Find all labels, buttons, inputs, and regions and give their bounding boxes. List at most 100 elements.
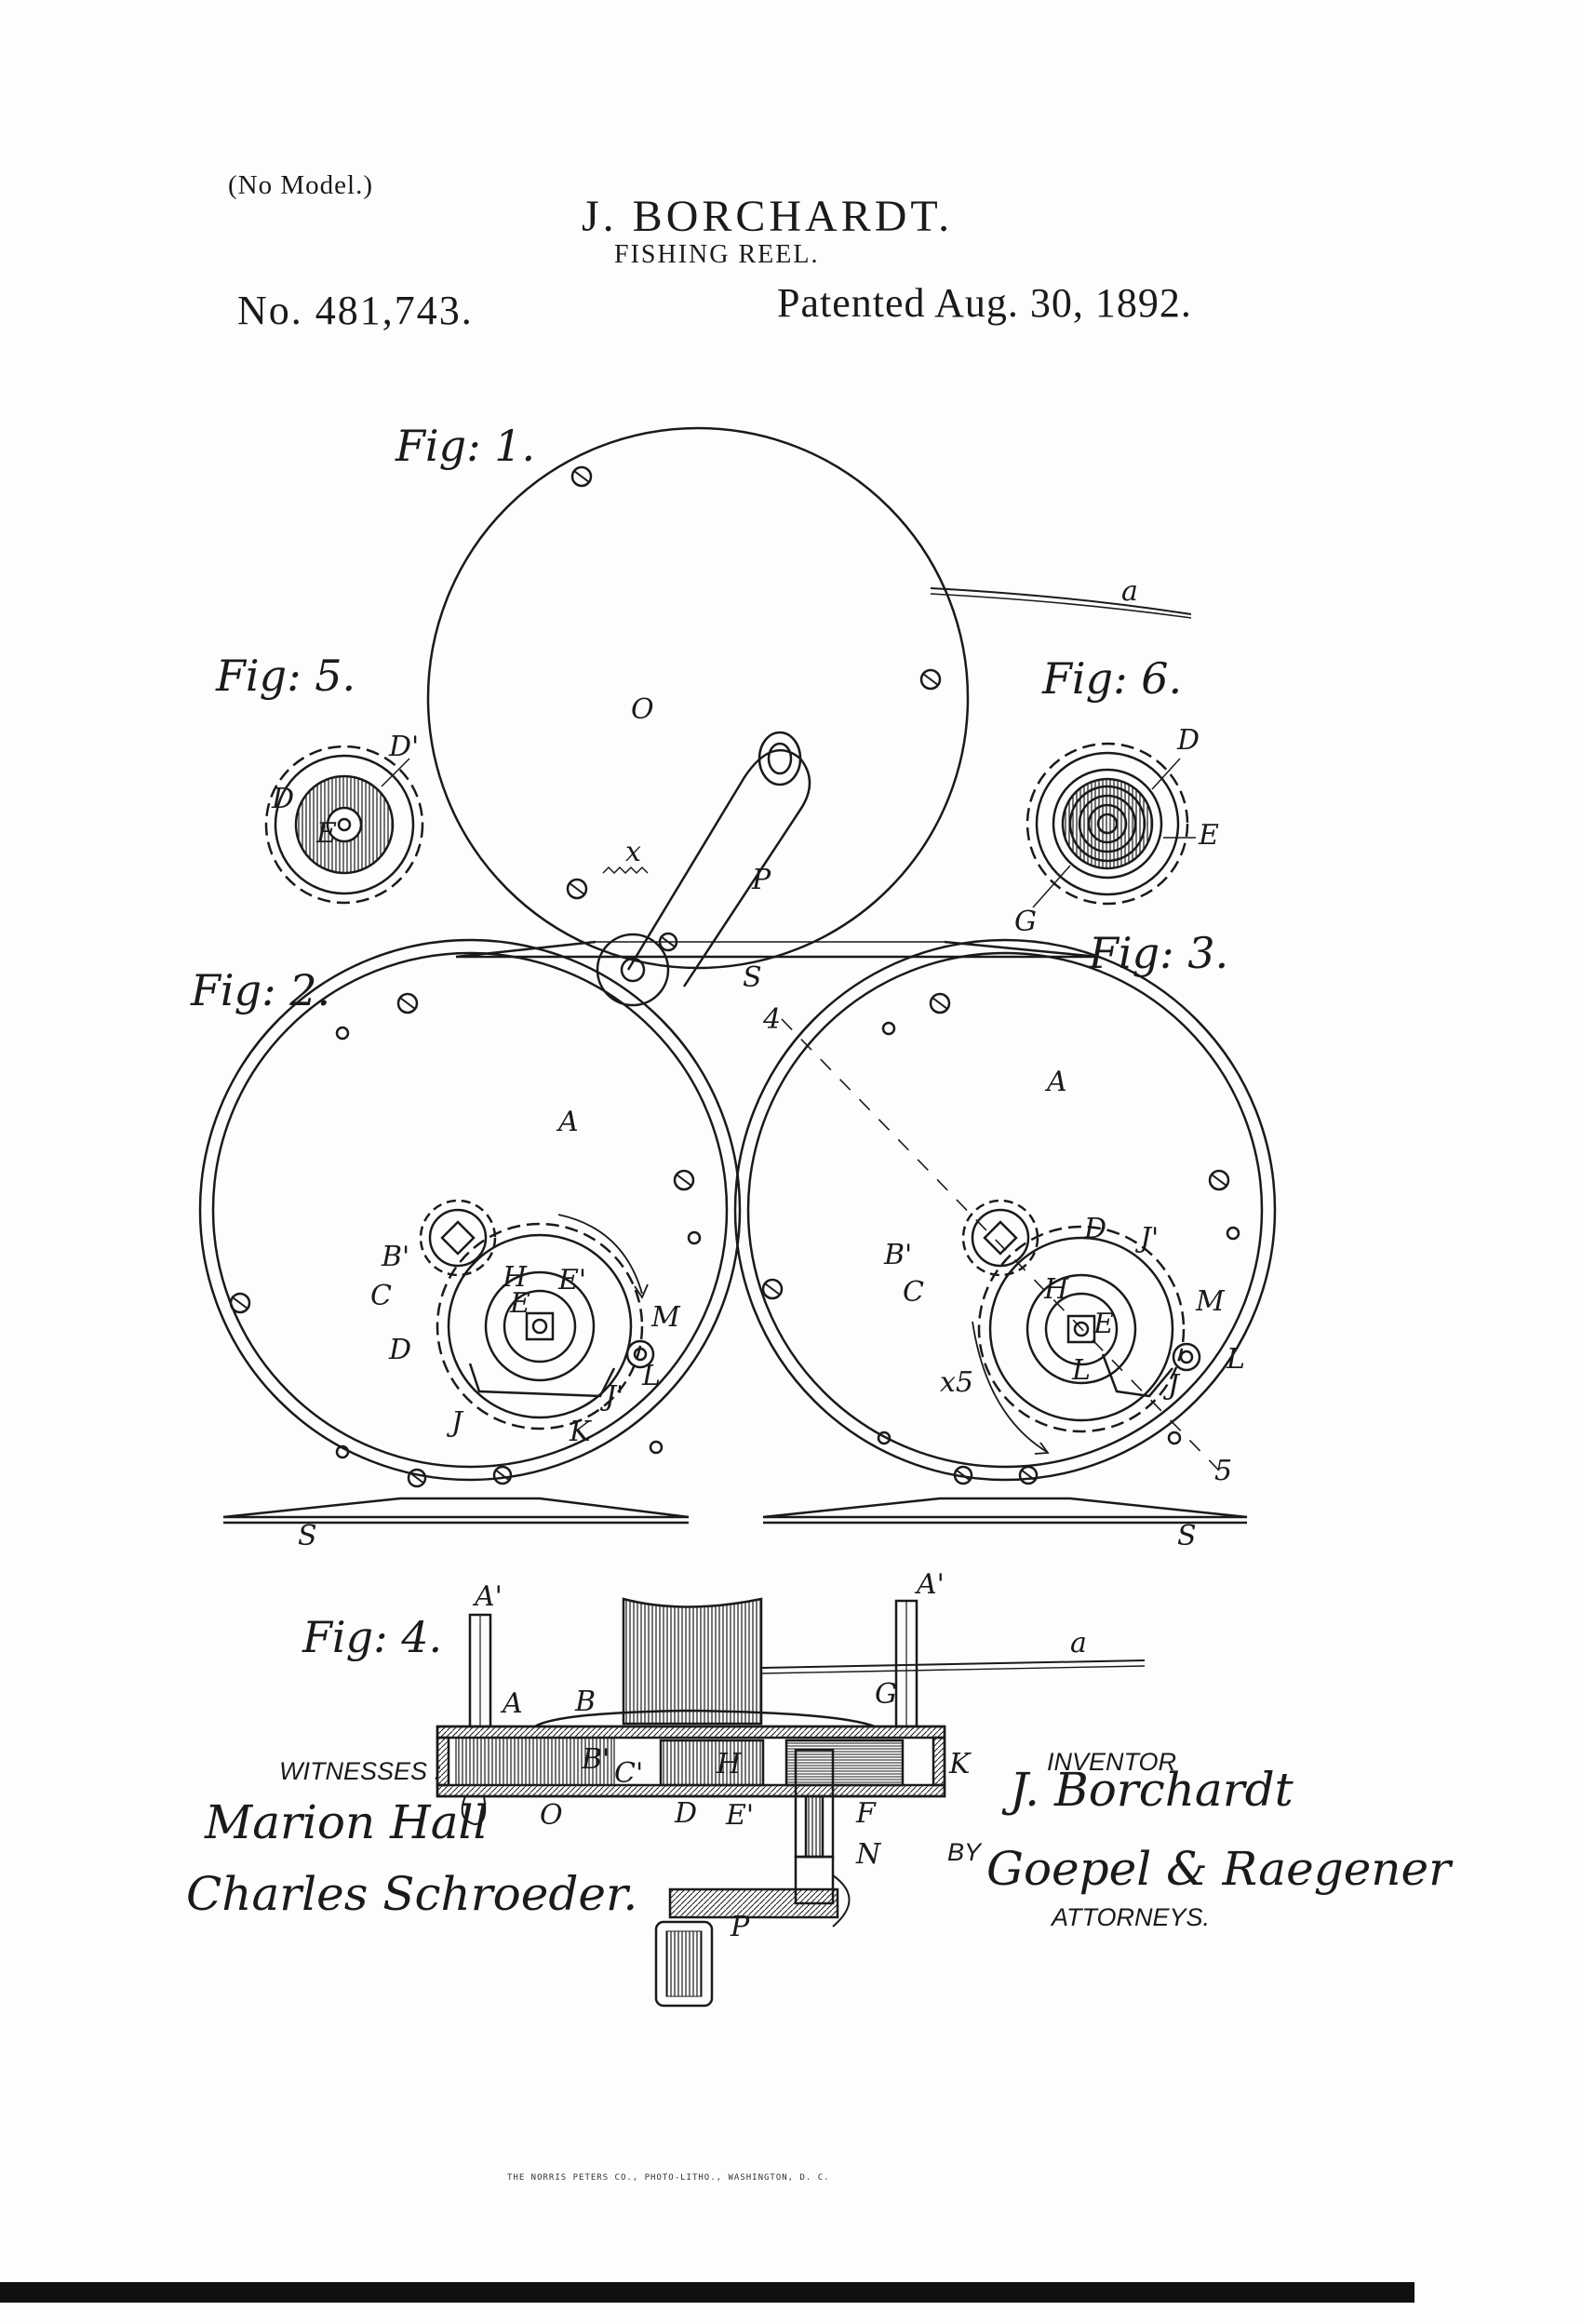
label-A-fig2: A [556,1106,579,1138]
label-E-fig5: E [315,817,337,850]
reel-foot-fig1 [455,940,1099,959]
label-B-prime-fig3: B' [883,1239,912,1271]
label-C-fig2: C [370,1280,392,1312]
label-P-fig4: P [730,1911,750,1943]
label-L-fig2: L [641,1360,661,1392]
invention-title: FISHING REEL. [614,240,820,269]
label-x: x [625,836,641,868]
screw-fig2 [492,1465,513,1485]
label-D-fig3: D [1083,1213,1106,1245]
reference-labels: Fig: 1. Fig: 5. Fig: 6. Fig: 2. Fig: 3. … [190,421,1245,1943]
main-gear-fig3 [977,1225,1186,1433]
section-line-fig3 [781,1018,1220,1471]
label-A-prime-left-fig4: A' [472,1580,503,1613]
pawl-fig3 [1101,1353,1173,1398]
label-A-fig3: A [1044,1066,1067,1098]
label-S: S [743,961,762,994]
figure-3 [733,938,1277,1525]
label-E-fig2: E [509,1287,530,1320]
label-D-fig6: D [1176,724,1200,757]
label-K-fig4: K [948,1748,972,1780]
label-5: 5 [1214,1455,1232,1487]
fig2-label: Fig: 2. [190,965,330,1015]
label-S-fig2: S [298,1520,317,1552]
figure-5 [264,745,424,905]
screw-fig1 [919,668,942,691]
attorneys-label: ATTORNEYS. [1052,1903,1211,1931]
main-gear-fig2 [436,1222,644,1431]
label-H-fig3: H [1043,1273,1069,1306]
label-D-fig4: D [674,1797,697,1830]
spring-coil-fig6 [1052,768,1163,880]
screw-fig3 [1018,1465,1039,1485]
figure-2 [198,938,742,1525]
figure-6 [1026,742,1196,908]
top-plate-fig4 [534,1709,876,1728]
label-K-fig2: K [569,1416,592,1448]
witnesses-label: WITNESSES : [279,1757,442,1785]
label-E-prime-fig4: E' [725,1799,754,1832]
pinion-fig3 [961,1199,1039,1277]
label-M-fig2: M [650,1301,681,1334]
inventor-name: J. BORCHARDT. [582,192,954,241]
figure-4 [436,1597,1146,2008]
patent-date: Patented Aug. 30, 1892. [777,280,1192,326]
label-S-fig3: S [1177,1520,1197,1552]
pinion-fig2 [419,1199,497,1277]
fishing-line-fig4 [760,1659,1146,1669]
label-H-fig4: H [716,1748,742,1780]
fig4-label: Fig: 4. [302,1612,442,1662]
label-L-fig3: L [1226,1343,1245,1376]
fig3-label: Fig: 3. [1088,928,1228,978]
no-model-note: (No Model.) [228,170,373,200]
reel-plate-fig2 [198,938,742,1482]
label-B-prime-fig4: B' [581,1743,610,1776]
label-O-fig4: O [540,1799,563,1832]
fig1-label: Fig: 1. [395,421,535,471]
crank-knob-fig1 [757,731,802,786]
label-G-fig4: G [875,1678,897,1711]
label-O: O [631,693,654,726]
label-G-fig6: G [1014,906,1037,938]
screw-fig2 [673,1169,695,1191]
label-L-inner-fig3: L [1071,1354,1091,1387]
rotation-arrow-fig3 [972,1321,1048,1453]
label-C-prime-fig4: C' [614,1757,643,1790]
reel-plate-fig3 [733,938,1277,1482]
screw-fig3 [929,992,951,1014]
stop-pin-fig2 [625,1339,655,1369]
crank-hub-fig1 [596,933,670,1007]
witness-1-signature: Marion Hall [204,1795,489,1849]
screw-fig2 [407,1468,427,1488]
label-J-prime-fig2: J' [599,1380,623,1413]
label-x5: x5 [940,1366,973,1399]
label-A-fig4: A [500,1687,523,1720]
patent-number: No. 481,743. [237,288,474,333]
label-N-fig4: N [855,1838,882,1871]
label-a: a [1121,575,1138,608]
label-P: P [751,864,771,896]
figure-1 [426,426,1192,1007]
screw-fig3 [761,1278,784,1300]
gear-fig5 [264,745,424,905]
inventor-label: INVENTOR [1047,1748,1177,1776]
gear-section-fig4 [659,1739,765,1787]
rotation-arrow-fig2 [557,1214,643,1295]
crank-arm-fig1 [626,748,811,987]
inventor-signature: J. Borchardt [1001,1763,1294,1817]
label-H-fig2: H [502,1261,528,1294]
label-D-fig2: D [388,1334,411,1366]
printer-credit: THE NORRIS PETERS CO., PHOTO-LITHO., WAS… [507,2173,830,2183]
screw-fig3 [1208,1169,1230,1191]
signatures: Marion Hall Charles Schroeder. J. Borcha… [186,1763,1454,1921]
label-E-fig6: E [1198,819,1219,852]
witness-2-signature: Charles Schroeder. [186,1867,637,1921]
reel-foot-fig3 [762,1497,1248,1525]
stop-pin-fig3 [1172,1342,1201,1372]
label-J-fig2: J [446,1406,464,1439]
reel-foot-fig2 [222,1497,690,1525]
label-E-prime-fig2: E' [557,1264,586,1296]
fig6-label: Fig: 6. [1041,653,1182,704]
gear-fig6 [1026,742,1189,906]
